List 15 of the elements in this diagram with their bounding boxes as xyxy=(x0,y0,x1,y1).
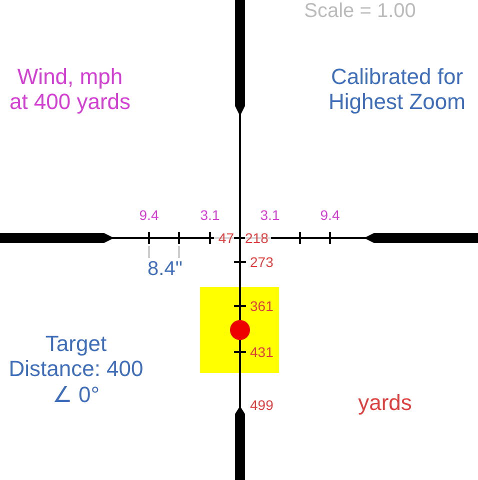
calibration-note: Calibrated for Highest Zoom xyxy=(328,64,466,115)
wind-value: 9.4 xyxy=(138,207,160,224)
range-value: 218 xyxy=(245,230,271,246)
wind-value: 3.1 xyxy=(199,207,221,224)
wind-heading: Wind, mph at 400 yards xyxy=(8,64,132,115)
spacing-value: 8.4" xyxy=(146,258,184,281)
wind-value: 3.1 xyxy=(259,207,281,224)
target-info: Target Distance: 400 ∠ 0° xyxy=(8,331,144,407)
range-value: 431 xyxy=(250,344,274,360)
range-value: 361 xyxy=(250,298,274,314)
range-value: 499 xyxy=(250,397,274,414)
wind-value: 9.4 xyxy=(319,207,341,224)
scale-note: Scale = 1.00 xyxy=(303,0,417,23)
range-value: 273 xyxy=(250,254,274,270)
unit-label: yards xyxy=(357,390,413,416)
